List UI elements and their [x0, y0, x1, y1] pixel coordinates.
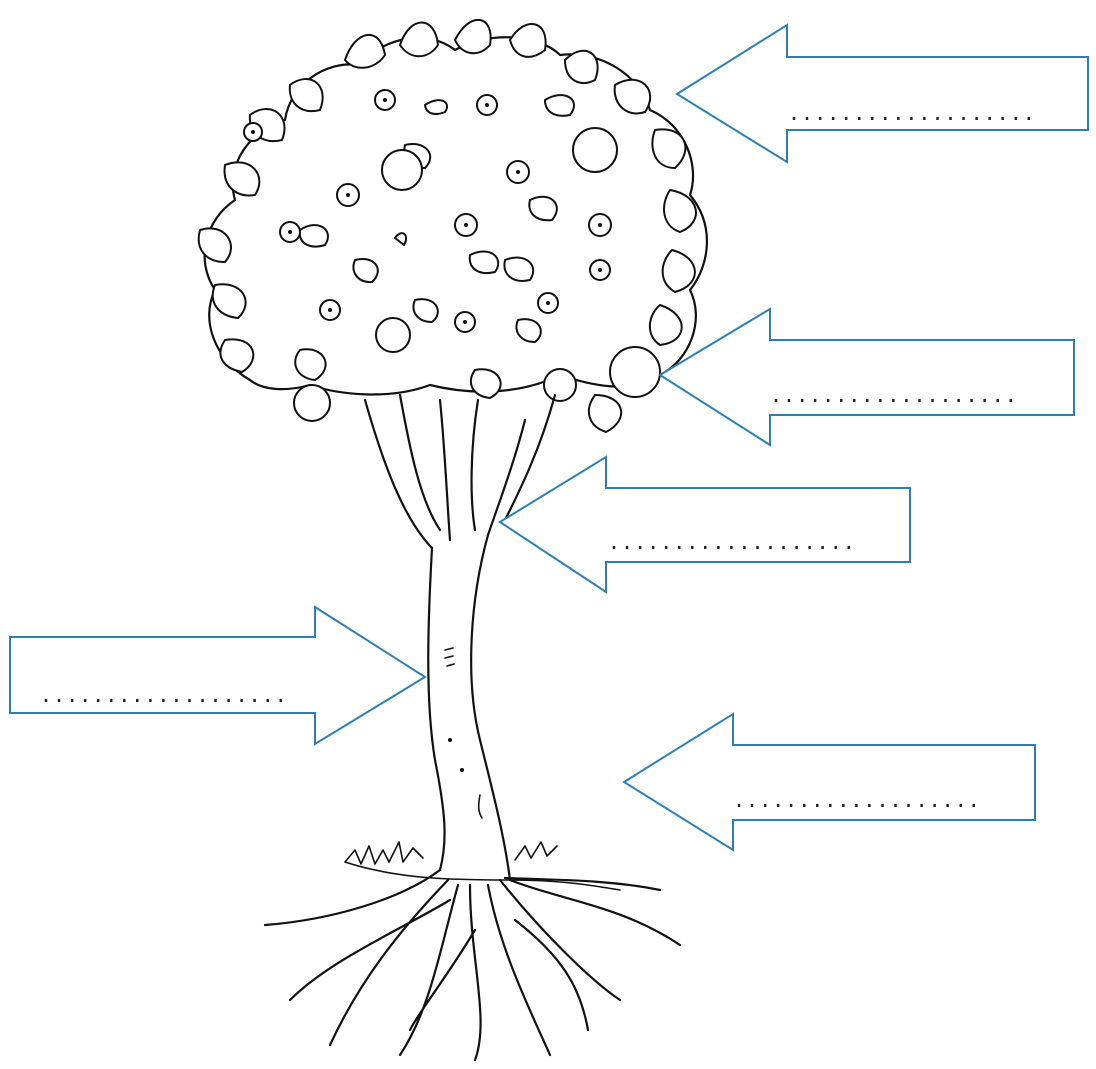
- answer-line-trunk[interactable]: ...................: [40, 683, 288, 707]
- answer-line-branch[interactable]: ...................: [608, 530, 856, 554]
- arrow-fruit: [660, 309, 1074, 445]
- answer-line-roots[interactable]: ...................: [733, 788, 981, 812]
- inner-leaves: [300, 95, 574, 342]
- arrow-leaves: [677, 25, 1088, 162]
- tree-trunk: [428, 535, 510, 880]
- answer-line-leaves[interactable]: ...................: [788, 101, 1036, 125]
- bark-marks: [445, 648, 482, 818]
- answer-line-fruit[interactable]: ...................: [770, 383, 1018, 407]
- label-arrows: [10, 25, 1088, 850]
- grass: [345, 842, 620, 890]
- arrow-trunk: [10, 607, 425, 744]
- arrow-branch: [500, 457, 910, 592]
- arrow-roots: [624, 714, 1035, 850]
- tree-roots: [265, 870, 680, 1060]
